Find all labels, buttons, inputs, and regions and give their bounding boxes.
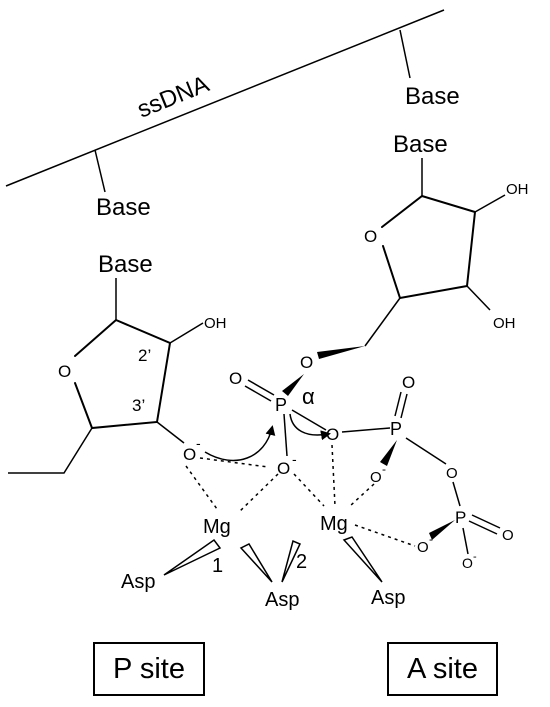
ssdna-strand: ssDNA Base Base: [5, 9, 460, 221]
dntp-ester-oxygen: O: [300, 353, 313, 372]
magnesium-site: Mg 1 Mg 2: [203, 513, 348, 577]
dntp-ring-oxygen: O: [364, 227, 377, 246]
gamma-oxide-oxygen-1: O: [462, 555, 473, 571]
alpha-oxo-oxygen: O: [229, 369, 242, 388]
alpha-oxide-charge: -: [292, 451, 297, 467]
bridge-oxygen-1: O: [326, 425, 339, 444]
alpha-oxide-oxygen: O: [277, 459, 290, 478]
primer-nucleotide: Base O OH 2’ 3’ O -: [8, 251, 227, 474]
primer-oxygen-charge: -: [196, 435, 201, 451]
gamma-oxide-charge-1: -: [473, 551, 477, 563]
gamma-oxide-oxygen-2: O: [417, 539, 429, 556]
mg-ion-2: Mg: [320, 513, 348, 535]
dntp-base: Base: [393, 131, 448, 158]
mg-ion-1: Mg: [203, 516, 231, 538]
gamma-oxide-charge-2: -: [429, 532, 433, 546]
p-site-label: P site: [93, 642, 205, 696]
beta-oxide-charge: -: [382, 462, 386, 476]
primer-hydroxyl: OH: [204, 315, 227, 332]
beta-oxo-oxygen: O: [402, 373, 415, 392]
mg-ion-1-index: 1: [212, 555, 223, 577]
wedge-bond-gamma: [429, 520, 455, 540]
aspartate-ligands: Asp Asp Asp: [121, 536, 405, 611]
wedge-bond-ester: [317, 346, 365, 359]
alpha-symbol: α: [302, 384, 315, 409]
asp-middle: Asp: [265, 589, 299, 611]
beta-oxide-oxygen: O: [370, 469, 382, 486]
primer-c3-label: 3’: [132, 396, 145, 415]
template-base-left: Base: [96, 194, 151, 221]
ssdna-label: ssDNA: [134, 71, 213, 124]
metal-coordination: [185, 444, 416, 547]
beta-phosphorus: P: [390, 419, 402, 439]
a-site-label: A site: [387, 642, 498, 696]
gamma-oxo-oxygen: O: [502, 527, 514, 544]
asp-left: Asp: [121, 571, 155, 593]
gamma-phosphorus: P: [455, 508, 466, 527]
primer-3-oxygen: O: [183, 445, 196, 464]
asp-right: Asp: [371, 587, 405, 609]
template-base-right: Base: [405, 83, 460, 110]
wedge-bond-beta: [380, 440, 397, 466]
attack-arrows: [204, 413, 331, 462]
primer-base: Base: [98, 251, 153, 278]
incoming-dntp: Base O OH OH O P α O O - O P O O -: [229, 131, 529, 571]
alpha-phosphorus: P: [275, 395, 287, 415]
primer-ring-oxygen: O: [58, 362, 71, 381]
primer-c2-label: 2’: [138, 346, 151, 365]
mg-ion-2-index: 2: [296, 551, 307, 573]
dntp-hydroxyl-upper: OH: [506, 181, 529, 198]
wedge-bond-alpha: [282, 374, 304, 396]
bridge-oxygen-2: O: [446, 465, 458, 482]
dntp-hydroxyl-lower: OH: [493, 315, 516, 332]
